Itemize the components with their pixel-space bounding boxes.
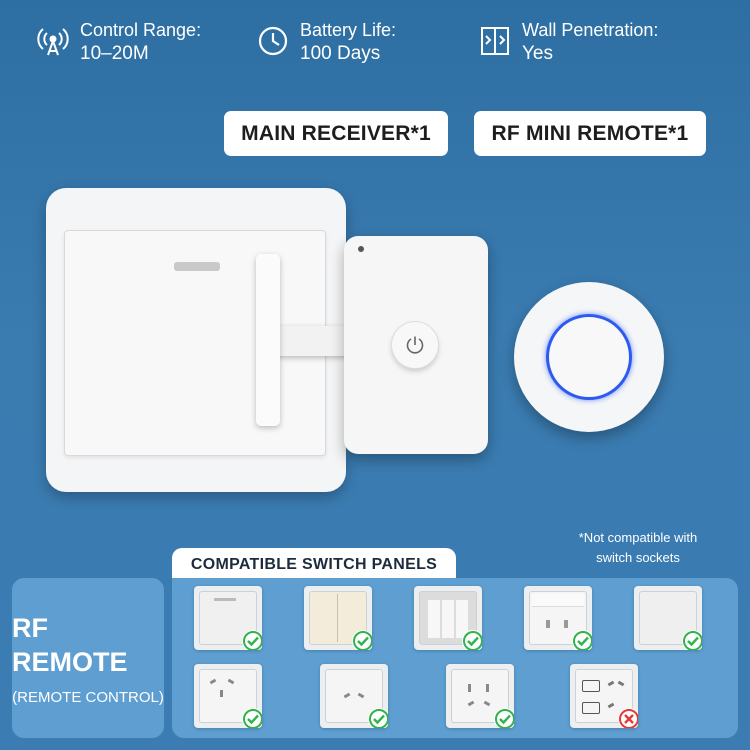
spec-value: Yes — [522, 43, 553, 64]
spec-label: Control Range: — [80, 20, 202, 40]
power-button — [392, 322, 438, 368]
panel-tile — [414, 586, 482, 650]
main-receiver-tag: MAIN RECEIVER*1 — [224, 111, 448, 156]
check-icon — [682, 630, 702, 650]
rf-remote-box: RF REMOTE (REMOTE CONTROL) — [12, 578, 164, 738]
spec-wall-penetration: Wall Penetration: Yes — [478, 18, 658, 66]
check-icon — [494, 708, 514, 728]
main-receiver-device — [344, 236, 488, 454]
panel-tile — [570, 664, 638, 728]
panel-tile — [446, 664, 514, 728]
check-icon — [462, 630, 482, 650]
spec-label: Battery Life: — [300, 20, 397, 40]
pusher-bracket — [256, 254, 280, 426]
remote-button-ring — [546, 314, 632, 400]
spec-label: Wall Penetration: — [522, 20, 659, 40]
spec-battery-life: Battery Life: 100 Days — [256, 18, 396, 66]
receiver-led — [358, 246, 364, 252]
rf-remote-title: RF REMOTE — [12, 612, 128, 677]
rf-mini-remote-tag: RF MINI REMOTE*1 — [474, 111, 706, 156]
check-icon — [352, 630, 372, 650]
panel-tile — [304, 586, 372, 650]
check-icon — [242, 708, 262, 728]
clock-icon — [256, 24, 290, 58]
panel-tile — [634, 586, 702, 650]
spec-control-range: Control Range: 10–20M — [36, 18, 201, 66]
cross-icon — [618, 708, 638, 728]
panel-tile — [320, 664, 388, 728]
panel-tile — [194, 586, 262, 650]
check-icon — [368, 708, 388, 728]
panel-tile — [194, 664, 262, 728]
switch-indicator-slot — [174, 262, 220, 271]
check-icon — [572, 630, 592, 650]
wall-icon — [478, 24, 512, 58]
panel-tile — [524, 586, 592, 650]
check-icon — [242, 630, 262, 650]
power-icon — [406, 336, 424, 354]
spec-value: 100 Days — [300, 43, 381, 64]
spec-value: 10–20M — [80, 43, 149, 64]
rf-remote-subtitle: (REMOTE CONTROL) — [12, 688, 164, 706]
compatible-panels-heading: COMPATIBLE SWITCH PANELS — [172, 548, 456, 582]
signal-icon — [36, 24, 70, 58]
pusher-arm — [276, 326, 348, 356]
compatibility-note: *Not compatible with switch sockets — [578, 530, 698, 565]
rf-mini-remote-device — [514, 282, 664, 432]
